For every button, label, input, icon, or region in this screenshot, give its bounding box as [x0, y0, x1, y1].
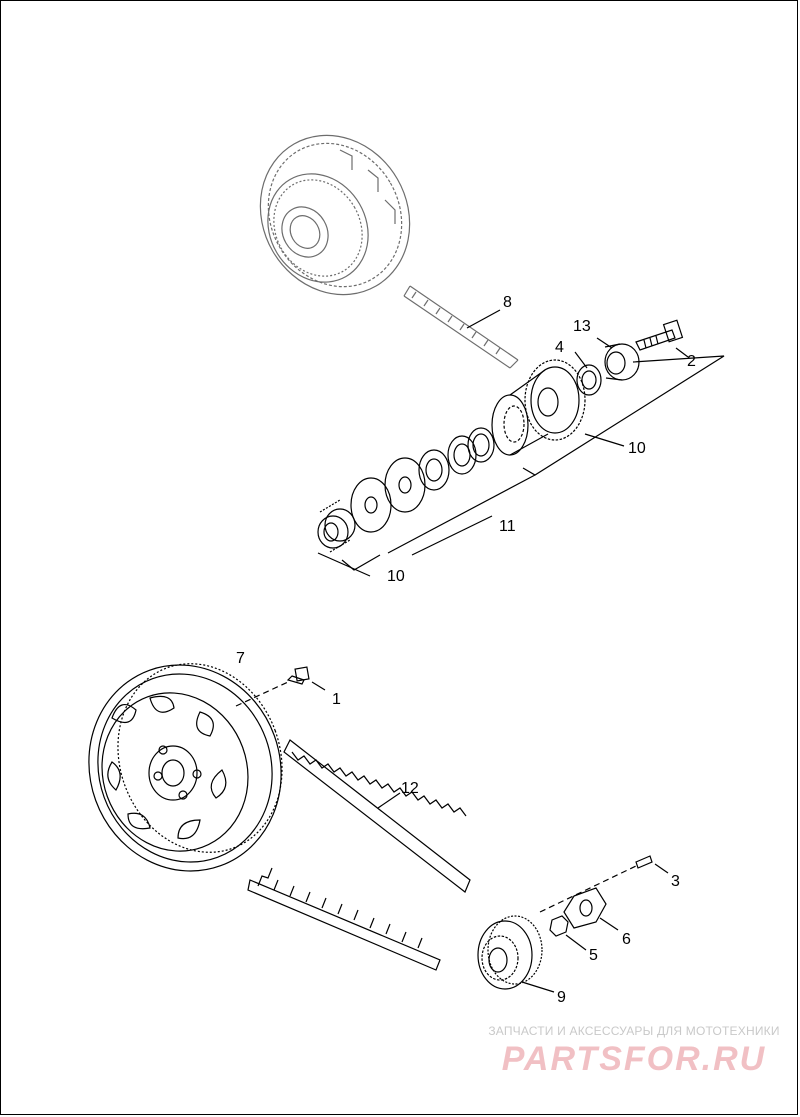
primary-chain: [403, 285, 519, 369]
watermark-logo: PARTSFOR.RU: [501, 1040, 767, 1078]
transmission-sprocket: [477, 915, 555, 993]
bolt-2: [635, 319, 684, 351]
rear-pulley: [88, 663, 283, 872]
callout-10-lower: 10: [387, 568, 405, 585]
bolt-1: [235, 666, 326, 707]
washer-stack: [350, 427, 495, 533]
watermark-tagline: ЗАПЧАСТИ И АКСЕССУАРЫ ДЛЯ МОТОТЕХНИКИ: [488, 1024, 780, 1038]
splined-hub: [317, 499, 356, 553]
engine-sprocket: [491, 359, 586, 456]
callout-5: 5: [589, 947, 598, 964]
callout-11: 11: [499, 518, 516, 535]
callout-2: 2: [687, 353, 696, 370]
screw-3: [539, 855, 669, 913]
drive-belt: [247, 739, 471, 971]
clutch-basket: [259, 134, 411, 296]
callout-3: 3: [671, 873, 680, 890]
callout-7: 7: [236, 650, 245, 667]
callout-10-upper: 10: [628, 440, 646, 457]
upper-leaders: [317, 309, 725, 577]
nut-5: [549, 915, 587, 951]
callout-1: 1: [332, 691, 341, 708]
washer-4: [576, 364, 602, 396]
callout-8: 8: [503, 294, 512, 311]
callout-9: 9: [557, 989, 566, 1006]
lock-plate-6: [563, 887, 619, 931]
callout-6: 6: [622, 931, 631, 948]
watermark: ЗАПЧАСТИ И АКСЕССУАРЫ ДЛЯ МОТОТЕХНИКИ PA…: [478, 1024, 790, 1079]
callout-12: 12: [401, 780, 419, 797]
callout-4: 4: [555, 339, 564, 356]
spacer-13: [604, 343, 640, 381]
callout-13: 13: [573, 318, 591, 335]
